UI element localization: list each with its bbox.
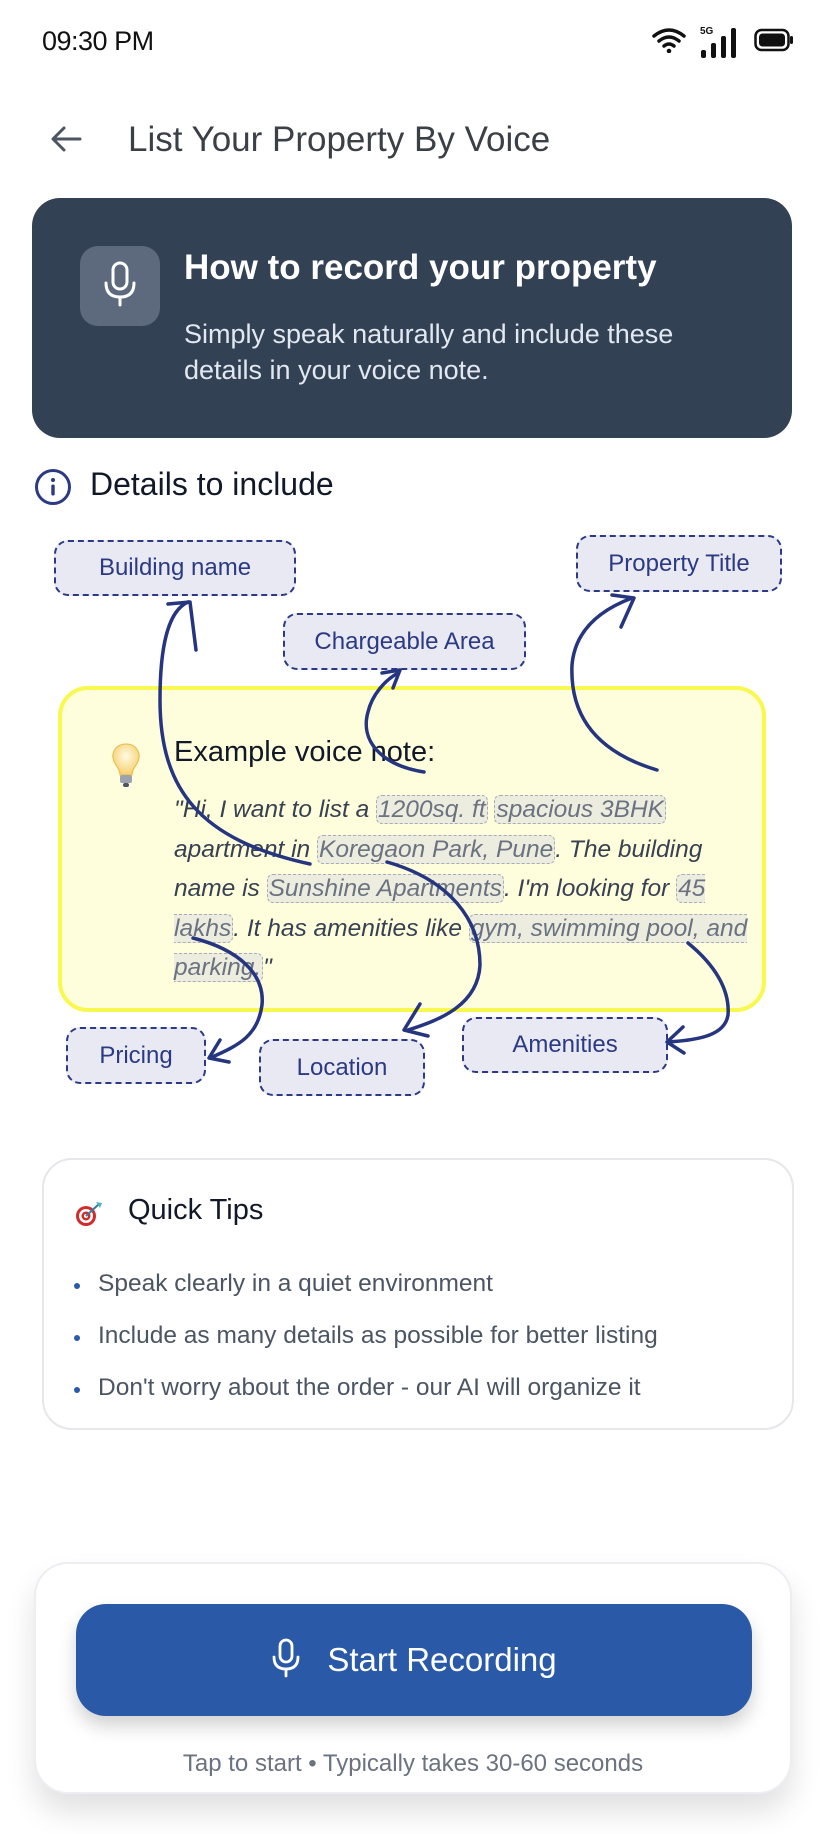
- tip-item: Speak clearly in a quiet environment: [74, 1258, 658, 1310]
- lightbulb-icon: [110, 742, 142, 795]
- hero-subtitle: Simply speak naturally and include these…: [184, 319, 674, 385]
- app-header: List Your Property By Voice: [0, 110, 824, 174]
- bullet-icon: [74, 1335, 80, 1341]
- how-to-record-card: How to record your property Simply speak…: [32, 198, 792, 438]
- text-segment: . The building name is: [174, 835, 703, 903]
- arrow-left-icon: [50, 125, 82, 158]
- text-segment: . It has amenities like: [233, 914, 469, 942]
- target-dart-icon: [74, 1200, 104, 1233]
- chip-location: Location: [259, 1039, 425, 1096]
- highlight-building: Sunshine Apartments: [266, 874, 504, 903]
- hero-icon-tile: [80, 246, 160, 326]
- microphone-icon: [271, 1638, 301, 1683]
- chip-pricing: Pricing: [66, 1027, 206, 1084]
- status-bar: 09:30 PM 5G: [0, 0, 824, 86]
- bullet-icon: [74, 1387, 80, 1393]
- chip-building-name: Building name: [54, 540, 296, 596]
- chip-amenities: Amenities: [462, 1017, 668, 1073]
- microphone-icon: [102, 261, 138, 312]
- start-recording-label: Start Recording: [327, 1641, 557, 1678]
- page-title: List Your Property By Voice: [128, 120, 551, 159]
- back-button[interactable]: [46, 124, 86, 158]
- example-voice-note-card: Example voice note: "Hi, I want to list …: [58, 686, 766, 1012]
- signal-5g-icon: 5G: [700, 26, 740, 58]
- highlight-location: Koregaon Park, Pune: [317, 834, 556, 864]
- network-label: 5G: [700, 26, 714, 37]
- info-icon: [34, 462, 72, 511]
- start-recording-button[interactable]: Start Recording: [76, 1604, 752, 1716]
- chip-chargeable-area: Chargeable Area: [283, 613, 526, 670]
- details-heading: Details to include: [34, 462, 334, 511]
- example-title: Example voice note:: [174, 736, 436, 768]
- battery-icon: [754, 28, 794, 57]
- tips-list: Speak clearly in a quiet environment Inc…: [74, 1258, 658, 1414]
- tip-text: Include as many details as possible for …: [98, 1322, 658, 1349]
- details-title: Details to include: [90, 466, 334, 502]
- chip-property-title: Property Title: [576, 535, 782, 592]
- wifi-icon: [652, 27, 686, 58]
- tip-item: Don't worry about the order - our AI wil…: [74, 1362, 658, 1414]
- quick-tips-card: Quick Tips Speak clearly in a quiet envi…: [42, 1158, 794, 1430]
- hero-title: How to record your property: [184, 248, 657, 287]
- quick-tips-title: Quick Tips: [128, 1194, 264, 1226]
- tip-item: Include as many details as possible for …: [74, 1310, 658, 1362]
- tip-text: Don't worry about the order - our AI wil…: [98, 1374, 641, 1401]
- example-text: "Hi, I want to list a 1200sq. ft spaciou…: [174, 790, 764, 988]
- status-icons: 5G: [652, 26, 794, 58]
- text-segment: ": [263, 954, 272, 981]
- tip-text: Speak clearly in a quiet environment: [98, 1270, 493, 1297]
- bullet-icon: [74, 1283, 80, 1289]
- text-segment: apartment in: [174, 835, 317, 863]
- text-segment: . I'm looking for: [503, 875, 677, 902]
- highlight-area: 1200sq. ft: [376, 795, 488, 824]
- recording-card: Start Recording Tap to start • Typically…: [34, 1562, 792, 1794]
- highlight-property-title: spacious 3BHK: [494, 795, 666, 824]
- text-segment: "Hi, I want to list a: [174, 796, 377, 823]
- recording-hint: Tap to start • Typically takes 30-60 sec…: [182, 1750, 644, 1777]
- status-time: 09:30 PM: [42, 26, 154, 56]
